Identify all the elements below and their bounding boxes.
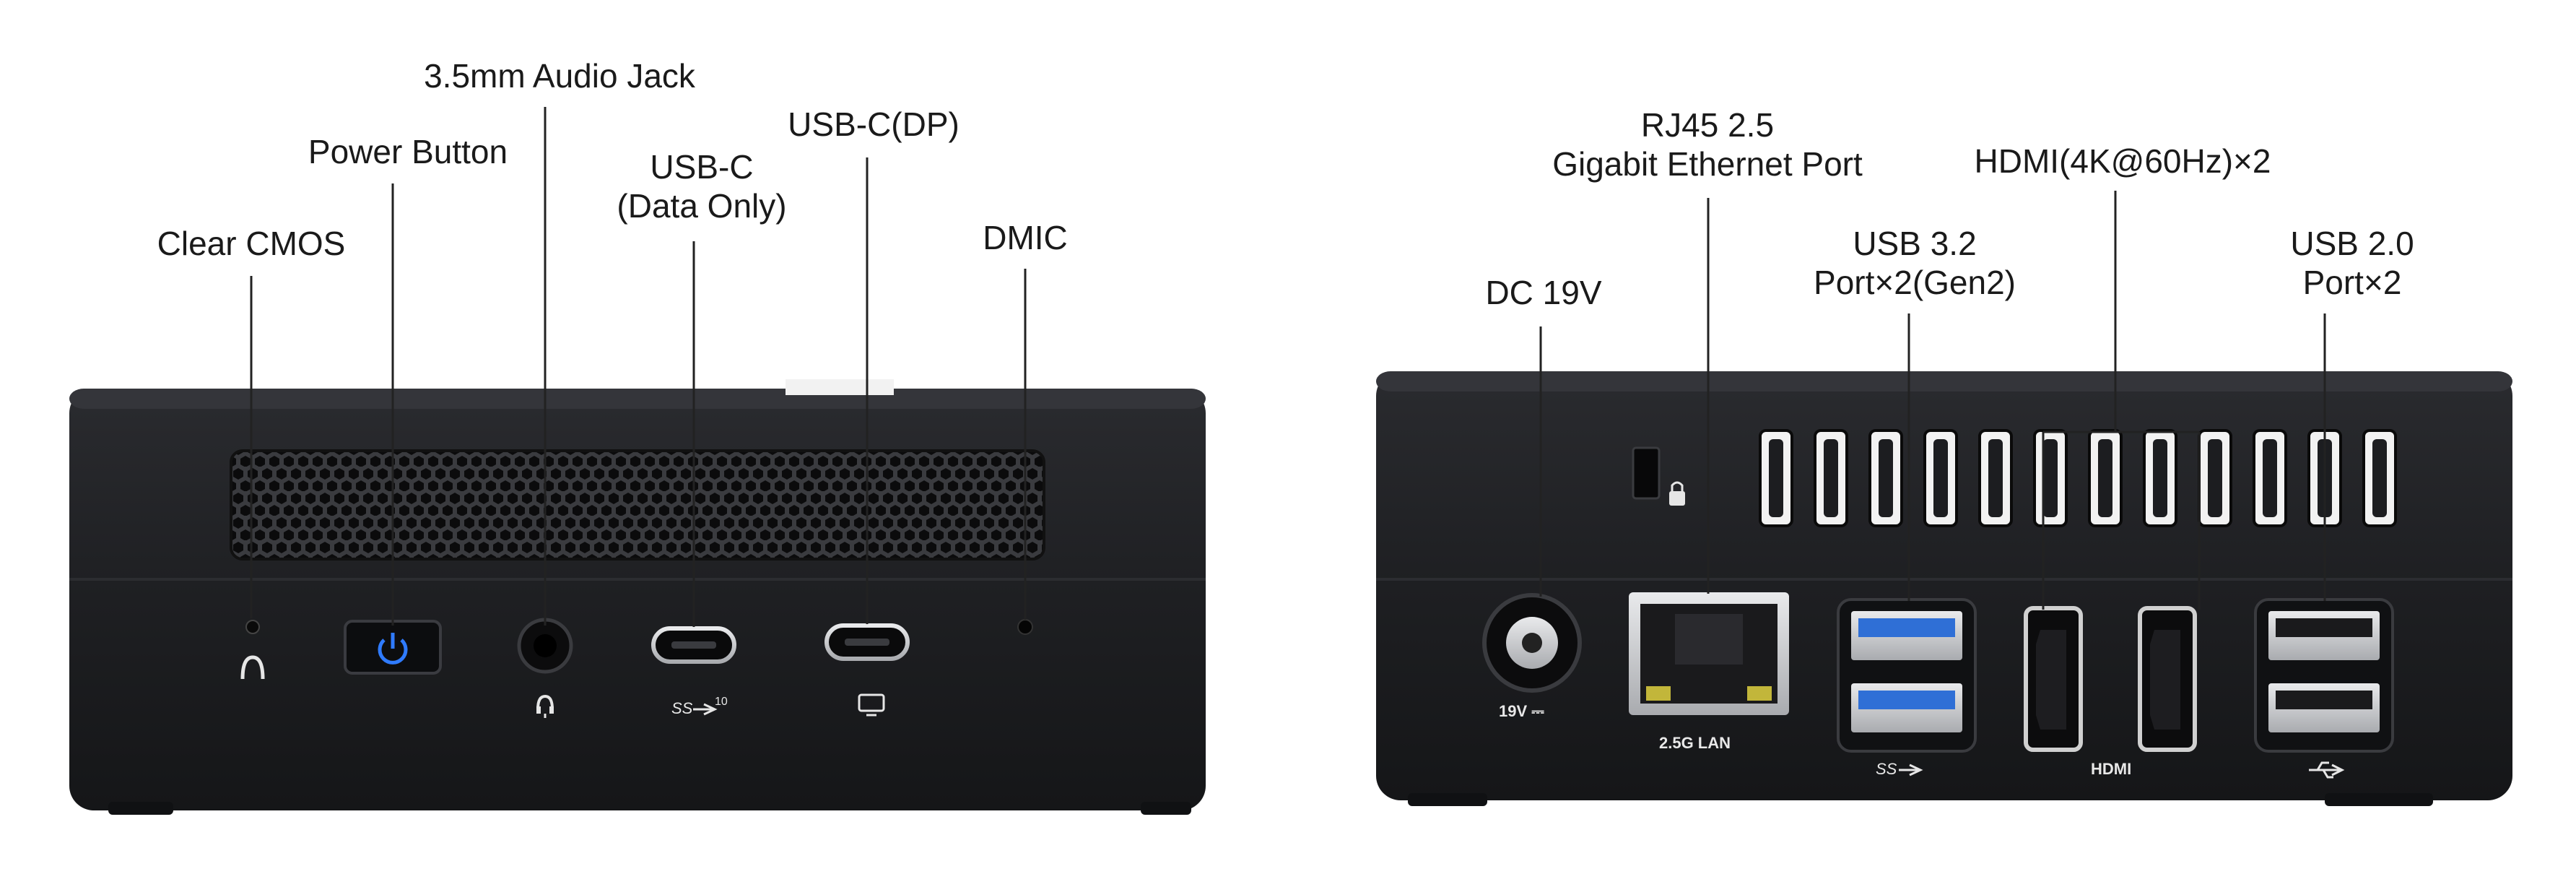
callout-usb-c-data: USB-C (Data Only) — [617, 147, 786, 225]
callout-clear-cmos-text: Clear CMOS — [157, 225, 346, 262]
callout-usb20: USB 2.0 Port×2 — [2290, 224, 2414, 302]
callout-dmic: DMIC — [983, 218, 1068, 257]
front-unit: SS 10 — [69, 379, 1206, 815]
callout-usb20-line1: USB 2.0 — [2290, 225, 2414, 262]
hdmi-port-1[interactable] — [2024, 606, 2083, 752]
usb-icon — [2309, 761, 2345, 779]
callout-hdmi: HDMI(4K@60Hz)×2 — [1975, 142, 2271, 181]
rear-leader-lines — [1539, 191, 2326, 610]
svg-text:SS: SS — [671, 699, 693, 717]
front-vent-grille — [230, 449, 1045, 561]
callout-usb-c-data-line2: (Data Only) — [617, 187, 787, 225]
callout-rj45-line1: RJ45 2.5 — [1640, 106, 1775, 144]
callout-usb20-line2: Port×2 — [2302, 264, 2402, 301]
callout-power-button: Power Button — [308, 132, 508, 171]
clear-cmos-button[interactable] — [245, 620, 260, 634]
callout-audio-jack: 3.5mm Audio Jack — [424, 56, 695, 95]
front-leader-lines — [250, 107, 1027, 627]
callout-dc-in-text: DC 19V — [1485, 274, 1602, 311]
callout-audio-jack-text: 3.5mm Audio Jack — [424, 57, 695, 95]
callout-hdmi-text: HDMI(4K@60Hz)×2 — [1974, 142, 2271, 180]
front-top-edge — [69, 389, 1206, 409]
dc-marking: 19V ⎓ — [1499, 702, 1544, 720]
headset-icon — [536, 694, 554, 718]
callout-usb-c-dp-text: USB-C(DP) — [788, 105, 960, 143]
rear-foot-right — [2325, 793, 2433, 806]
callout-usb32-line2: Port×2(Gen2) — [1814, 264, 2016, 301]
rear-unit: 19V ⎓ 2.5G LAN SS HDMI — [1376, 371, 2512, 806]
callout-rj45: RJ45 2.5 Gigabit Ethernet Port — [1552, 105, 1863, 183]
superspeed-usb-icon: SS — [1876, 760, 1923, 778]
kensington-lock-icon — [1669, 481, 1685, 506]
svg-text:SS: SS — [1876, 760, 1897, 778]
hdmi-marking: HDMI — [2091, 760, 2131, 778]
kensington-lock-slot[interactable] — [1632, 446, 1661, 500]
rear-foot-left — [1408, 793, 1487, 806]
callout-power-button-text: Power Button — [308, 133, 508, 170]
rear-vent-slot-inners — [1769, 439, 2387, 517]
rear-seam — [1376, 578, 2512, 581]
callout-usb-c-dp: USB-C(DP) — [788, 105, 960, 144]
hdmi-port-2[interactable] — [2138, 606, 2197, 752]
callout-rj45-line2: Gigabit Ethernet Port — [1552, 145, 1863, 183]
front-foot-right — [1141, 802, 1191, 815]
display-icon — [858, 693, 885, 717]
callout-clear-cmos: Clear CMOS — [157, 224, 346, 263]
superspeed-10-icon: SS 10 — [671, 696, 728, 717]
front-seam — [69, 578, 1206, 581]
callout-usb32: USB 3.2 Port×2(Gen2) — [1814, 224, 2016, 302]
callout-usb-c-data-line1: USB-C — [650, 148, 754, 186]
rear-top-edge — [1376, 371, 2512, 391]
power-icon — [378, 633, 408, 665]
callout-usb32-line1: USB 3.2 — [1853, 225, 1977, 262]
front-top-notch — [786, 379, 894, 395]
lan-marking: 2.5G LAN — [1659, 734, 1731, 752]
callout-dc-in: DC 19V — [1485, 273, 1601, 312]
rear-vent-slots — [1759, 429, 2397, 527]
clear-cmos-icon — [240, 655, 265, 680]
front-foot-left — [108, 802, 173, 815]
dmic-hole — [1017, 619, 1033, 635]
callout-dmic-text: DMIC — [983, 219, 1068, 256]
usb-c-speed-marking: 10 — [715, 696, 728, 708]
